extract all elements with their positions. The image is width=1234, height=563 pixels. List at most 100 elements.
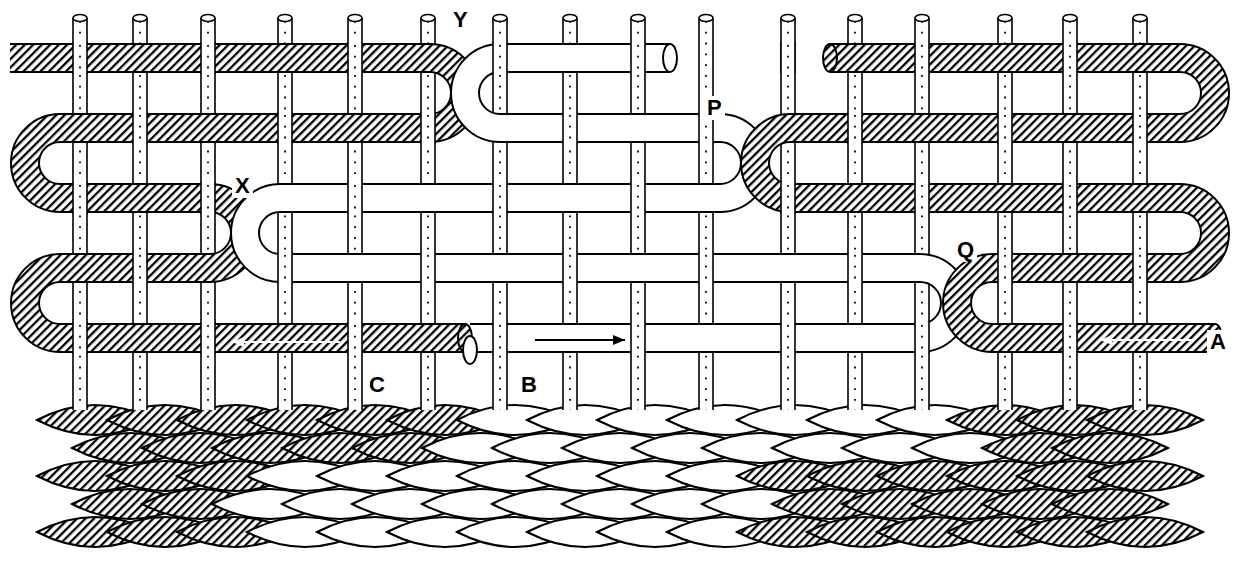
warp-rod [998, 252, 1012, 284]
warp-rod [201, 42, 215, 74]
warp-rod [133, 112, 147, 144]
warp-dots [787, 185, 789, 214]
warp-top [699, 15, 713, 22]
warp-dots [139, 115, 141, 144]
warp-rod [915, 42, 929, 74]
warp-edge [506, 182, 508, 214]
warp-edge [1011, 252, 1013, 284]
warp-rod [493, 18, 507, 410]
warp-rod [1133, 252, 1147, 284]
warp-rod [493, 322, 507, 354]
warp-rod [493, 42, 507, 74]
weft-end [823, 44, 837, 72]
warp-rod [1063, 182, 1077, 214]
warp-rod [201, 182, 215, 214]
warp-top [73, 15, 87, 22]
warp-rod [421, 252, 435, 284]
warp-edge [712, 252, 714, 284]
warp-top [348, 15, 362, 22]
warp-top [1133, 15, 1147, 22]
warp-edge [1076, 182, 1078, 214]
warp-edge [698, 112, 700, 144]
warp-edge [861, 252, 863, 284]
warp-edge [214, 322, 216, 354]
warp-dots [854, 255, 856, 284]
arrow-head [1100, 335, 1112, 345]
warp-edge [347, 42, 349, 74]
part-letter: A [1207, 330, 1229, 354]
warp-edge [434, 252, 436, 284]
warp-rod [915, 322, 929, 354]
warp-top [631, 15, 645, 22]
part-letter: P [704, 96, 725, 120]
warp-edge [914, 182, 916, 214]
warp-dots [207, 325, 209, 354]
warp-edge [277, 112, 279, 144]
warp-rod [73, 182, 87, 214]
warp-dots [284, 115, 286, 144]
warp-top [848, 15, 862, 22]
warp-dots [427, 115, 429, 144]
warp-rod [73, 42, 87, 74]
warp-edge [1146, 252, 1148, 284]
warp-edge [132, 252, 134, 284]
warp-dots [354, 325, 356, 354]
warp-dots [1139, 115, 1141, 144]
warp-edge [361, 42, 363, 74]
warp-top [421, 15, 435, 22]
arrow-head [232, 337, 244, 347]
warp-top [998, 15, 1012, 22]
direction-arrows [232, 335, 1195, 347]
weft-outline [755, 58, 1215, 338]
warp-over [73, 42, 1147, 354]
warp-rod [348, 18, 362, 410]
dark-weft [755, 58, 1215, 338]
warp-dots [569, 115, 571, 144]
part-letter: Y [450, 8, 471, 32]
warp-rod [348, 182, 362, 214]
fabric-weft [1087, 517, 1203, 547]
warp-edge [630, 322, 632, 354]
warp-edge [72, 42, 74, 74]
warp-edge [361, 322, 363, 354]
warp-edge [914, 18, 916, 410]
warp-edge [644, 322, 646, 354]
warp-dots [921, 185, 923, 214]
warp-edge [492, 18, 494, 410]
warp-rod [781, 182, 795, 214]
part-letter: C [366, 373, 388, 397]
warp-dots [921, 325, 923, 354]
warp-rod [631, 182, 645, 214]
warp-rod [201, 18, 215, 410]
warp-edge [86, 182, 88, 214]
weft-end [663, 44, 677, 72]
warp-dots [499, 45, 501, 74]
warp-edge [361, 182, 363, 214]
warp-edge [997, 112, 999, 144]
warp-rod [563, 112, 577, 144]
arrow-line [232, 341, 340, 343]
warp-rod [781, 42, 795, 74]
warp-rod [1063, 18, 1077, 410]
warp-edge [644, 42, 646, 74]
warp-rod [631, 42, 645, 74]
part-letter: B [518, 373, 540, 397]
warp-edge [347, 322, 349, 354]
warp-rod [781, 322, 795, 354]
warp-rod [73, 322, 87, 354]
warp-edge [291, 112, 293, 144]
warp-rod [493, 182, 507, 214]
warp-edge [928, 42, 930, 74]
warp-edge [434, 112, 436, 144]
warp-edge [72, 182, 74, 214]
arrow-line [1100, 339, 1195, 341]
warp-top [278, 15, 292, 22]
warp-rod [631, 322, 645, 354]
warp-edge [72, 322, 74, 354]
warp-edge [562, 252, 564, 284]
arrow-line [535, 339, 625, 341]
warp-top [563, 15, 577, 22]
warp-edge [644, 18, 646, 410]
warp-edge [146, 252, 148, 284]
part-letter: X [232, 174, 253, 198]
